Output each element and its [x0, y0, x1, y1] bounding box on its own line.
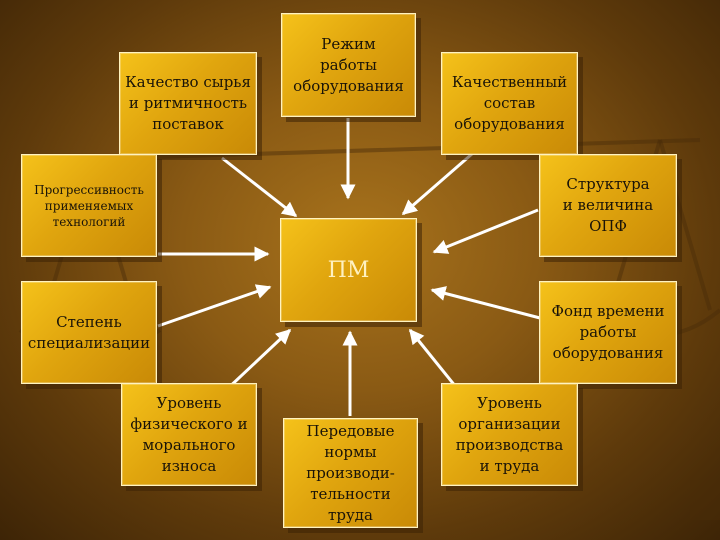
factor-box-struktura: Структура и величина ОПФ — [539, 154, 677, 257]
arrow-from-struktura — [432, 208, 539, 254]
factor-label: Уровень организации производства и труда — [455, 393, 564, 475]
arrow-from-specializaciya — [157, 284, 272, 328]
factor-box-normy: Передовые нормы производи- тельности тру… — [283, 418, 418, 528]
factor-label: Качественный состав оборудования — [451, 73, 568, 133]
factor-label: Фонд времени работы оборудования — [551, 302, 665, 362]
factor-box-progressivnost: Прогрессивность применяемых технологий — [21, 154, 157, 257]
factor-box-kachestvo-syrya: Качество сырья и ритмичность поставок — [119, 52, 257, 155]
factor-label: Режим работы оборудования — [293, 34, 404, 95]
factor-label: Прогрессивность применяемых технологий — [34, 182, 144, 229]
arrow-from-organizaciya — [408, 328, 462, 393]
center-label: ПМ — [327, 257, 370, 283]
factor-box-specializaciya: Степень специализации — [21, 281, 157, 384]
factor-box-organizaciya: Уровень организации производства и труда — [441, 383, 578, 486]
factor-label: Степень специализации — [27, 312, 151, 352]
factor-label: Структура и величина ОПФ — [562, 175, 654, 235]
factor-label: Уровень физического и морального износа — [130, 393, 248, 475]
arrow-from-iznos — [222, 328, 292, 394]
arrow-from-fond — [430, 286, 541, 320]
factor-label: Качество сырья и ритмичность поставок — [125, 73, 251, 133]
factor-box-iznos: Уровень физического и морального износа — [121, 383, 257, 486]
factor-label: Передовые нормы производи- тельности тру… — [306, 421, 395, 524]
factor-box-fond: Фонд времени работы оборудования — [539, 281, 677, 384]
factor-box-rezhim: Режим работы оборудования — [281, 13, 416, 117]
arrow-from-kachestvo-syrya — [221, 156, 298, 218]
factor-box-kach-sostav: Качественный состав оборудования — [441, 52, 578, 155]
center-box-pm: ПМ — [280, 218, 417, 322]
